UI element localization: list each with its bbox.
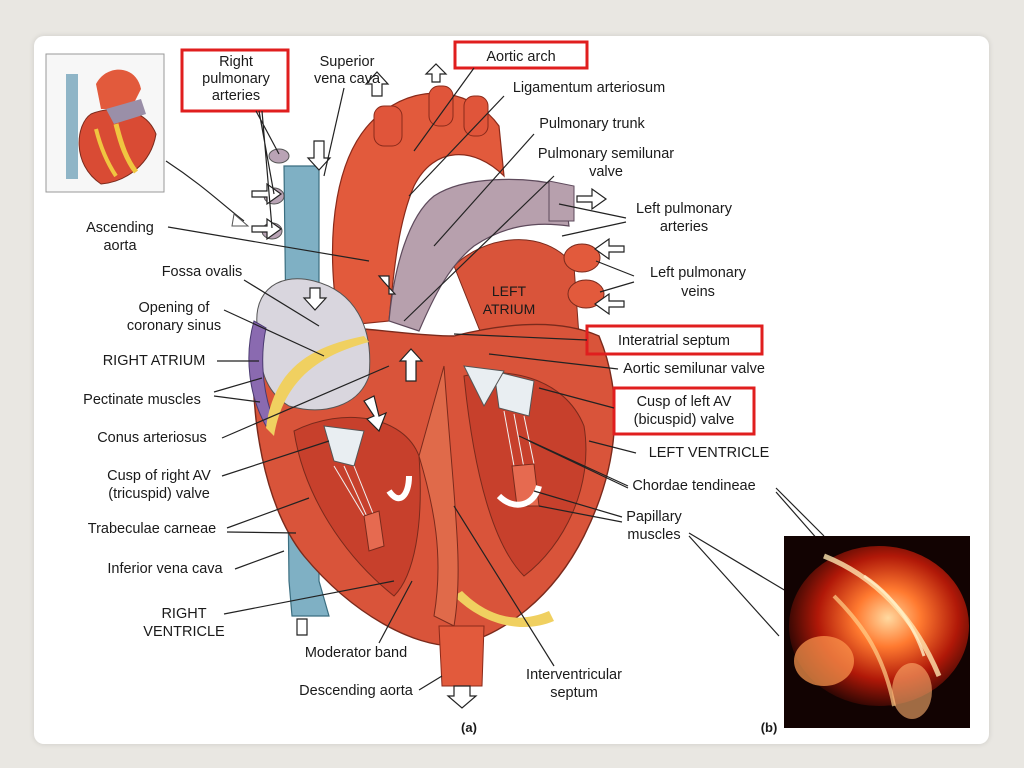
left-labels: Right pulmonary arteries Superior vena c… bbox=[83, 48, 443, 699]
label-fossa-ovalis: Fossa ovalis bbox=[162, 264, 243, 280]
label-inferior-vena-cava: Inferior vena cava bbox=[107, 561, 223, 577]
label-aortic-semilunar-valve: Aortic semilunar valve bbox=[623, 361, 765, 377]
heart-illustration: LEFT ATRIUM bbox=[248, 63, 625, 709]
left-atrium-inner-label-2: ATRIUM bbox=[483, 301, 536, 317]
label-left-pulmonary-arteries-1: Left pulmonary bbox=[636, 201, 733, 217]
descending-aorta-vessel bbox=[438, 625, 485, 687]
label-interventricular-septum-2: septum bbox=[550, 685, 598, 701]
label-pectinate-muscles: Pectinate muscles bbox=[83, 392, 201, 408]
label-descending-aorta: Descending aorta bbox=[299, 683, 414, 699]
label-ascending-aorta-1: Ascending bbox=[86, 220, 154, 236]
label-cusp-left-av-2: (bicuspid) valve bbox=[634, 412, 735, 428]
label-left-pulmonary-veins-2: veins bbox=[681, 284, 715, 300]
label-interatrial-septum: Interatrial septum bbox=[618, 333, 730, 349]
label-left-pulmonary-arteries-2: arteries bbox=[660, 219, 708, 235]
right-atrium bbox=[256, 278, 371, 411]
label-right-pulmonary-arteries-3: arteries bbox=[212, 88, 260, 104]
label-cusp-left-av-1: Cusp of left AV bbox=[637, 394, 732, 410]
label-chordae-tendineae: Chordae tendineae bbox=[632, 478, 755, 494]
label-ascending-aorta-2: aorta bbox=[103, 238, 137, 254]
highlight-box-right-pulmonary-arteries bbox=[180, 48, 290, 113]
panel-label-b: (b) bbox=[761, 720, 778, 735]
heart-thumbnail-inset bbox=[45, 53, 165, 193]
label-cusp-right-av-2: (tricuspid) valve bbox=[108, 486, 210, 502]
thumbnail-pointer-arrow bbox=[231, 213, 250, 227]
label-opening-coronary-sinus-2: coronary sinus bbox=[127, 318, 221, 334]
label-right-atrium: RIGHT ATRIUM bbox=[103, 353, 206, 369]
label-right-pulmonary-arteries-1: Right bbox=[219, 54, 253, 70]
blood-flow-arrows bbox=[251, 63, 625, 709]
label-papillary-muscles-1: Papillary bbox=[626, 509, 682, 525]
panel-label-a: (a) bbox=[461, 720, 477, 735]
heart-photo-panel: (b) bbox=[761, 536, 970, 735]
label-trabeculae-carneae: Trabeculae carneae bbox=[88, 521, 216, 537]
label-pulmonary-semilunar-valve-1: Pulmonary semilunar bbox=[538, 146, 674, 162]
label-superior-vena-cava-2: vena cava bbox=[314, 71, 381, 87]
thumbnail-pointer bbox=[165, 160, 245, 222]
label-aortic-arch: Aortic arch bbox=[486, 49, 555, 65]
label-pulmonary-semilunar-valve-2: valve bbox=[589, 164, 623, 180]
label-conus-arteriosus: Conus arteriosus bbox=[97, 430, 207, 446]
label-cusp-right-av-1: Cusp of right AV bbox=[107, 468, 211, 484]
highlight-box-cusp-left-av bbox=[612, 386, 756, 436]
heart-anatomy-diagram: LEFT ATRIUM Right pulmonary arteries bbox=[45, 40, 970, 735]
right-labels: Aortic arch Ligamentum arteriosum Pulmon… bbox=[403, 40, 825, 735]
label-left-ventricle: LEFT VENTRICLE bbox=[649, 445, 770, 461]
label-pulmonary-trunk: Pulmonary trunk bbox=[539, 116, 645, 132]
label-interventricular-septum-1: Interventricular bbox=[526, 667, 622, 683]
label-opening-coronary-sinus-1: Opening of bbox=[139, 300, 211, 316]
aorta bbox=[332, 92, 505, 327]
slide: LEFT ATRIUM Right pulmonary arteries bbox=[34, 36, 989, 744]
label-right-ventricle-1: RIGHT bbox=[161, 606, 206, 622]
highlight-box-aortic-arch bbox=[453, 40, 589, 70]
left-atrium-inner-label-1: LEFT bbox=[492, 283, 527, 299]
label-papillary-muscles-2: muscles bbox=[627, 527, 680, 543]
label-moderator-band: Moderator band bbox=[305, 645, 407, 661]
label-ligamentum-arteriosum: Ligamentum arteriosum bbox=[513, 80, 665, 96]
label-superior-vena-cava-1: Superior bbox=[320, 54, 375, 70]
label-right-ventricle-2: VENTRICLE bbox=[143, 624, 225, 640]
label-right-pulmonary-arteries-2: pulmonary bbox=[202, 71, 270, 87]
label-left-pulmonary-veins-1: Left pulmonary bbox=[650, 265, 747, 281]
